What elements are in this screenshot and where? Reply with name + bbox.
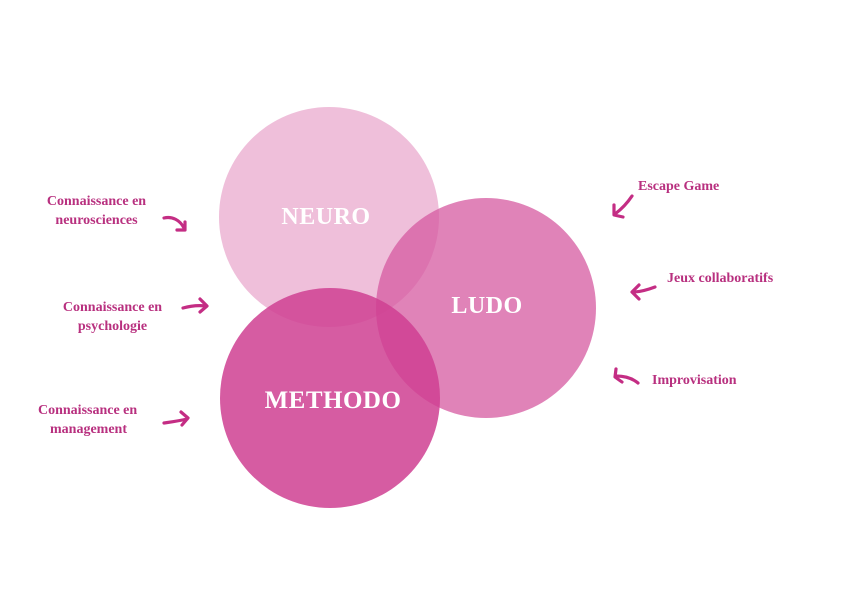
label-line: neurosciences xyxy=(55,213,138,228)
arrow-icon xyxy=(162,410,190,427)
circle-label-neuro: NEURO xyxy=(281,204,370,230)
arrow-icon xyxy=(181,297,209,314)
arrow-icon xyxy=(613,367,640,385)
label-line: Connaissance en xyxy=(38,403,138,418)
label-psychologie: Connaissance en psychologie xyxy=(56,298,169,336)
label-line: Escape Game xyxy=(638,179,720,194)
label-line: Improvisation xyxy=(652,373,737,388)
label-neurosciences: Connaissance en neurosciences xyxy=(40,192,153,230)
circle-methodo xyxy=(220,288,440,508)
label-management: Connaissance en management xyxy=(38,401,151,439)
label-jeux-collaboratifs: Jeux collaboratifs xyxy=(667,269,773,288)
arrow-icon xyxy=(630,283,657,301)
label-line: Connaissance en xyxy=(62,300,163,315)
label-line: Jeux collaboratifs xyxy=(667,271,774,286)
label-improvisation: Improvisation xyxy=(652,371,737,390)
label-line: psychologie xyxy=(77,319,148,334)
circle-label-ludo: LUDO xyxy=(451,293,522,319)
arrow-icon xyxy=(612,194,634,219)
label-escape-game: Escape Game xyxy=(638,177,719,196)
circle-label-methodo: METHODO xyxy=(265,387,402,414)
arrow-icon xyxy=(162,215,187,232)
label-line: management xyxy=(50,422,127,437)
label-line: Connaissance en xyxy=(46,194,147,209)
